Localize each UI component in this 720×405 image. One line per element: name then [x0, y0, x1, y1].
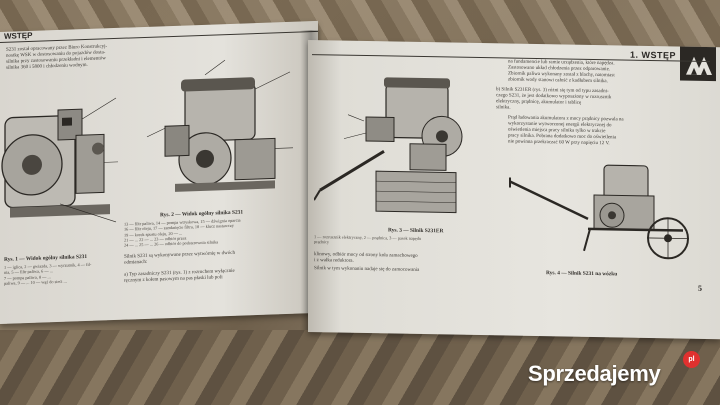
fig3-legend: 1 — rozrusznik elektryczny, 2 — prądnica…	[314, 234, 422, 245]
left-body-paragraph: Silnik S231 są wykonywane przez wytwórni…	[124, 250, 235, 266]
fig1-legend: 1 — iglica, 2 — gwiazda, 3 — wyrzutnik, …	[4, 261, 92, 286]
engine-illustration-fig4	[509, 164, 689, 260]
fig4-caption: Rys. 4 — Silnik S231 na wózku	[546, 270, 618, 278]
right-body-paragraph-2: Prąd ładowania akumulatora z mocy prądni…	[508, 115, 624, 147]
right-column-top-text: na fundamencie lub ramie urządzenia, któ…	[508, 59, 615, 85]
watermark-text: Sprzedajemy	[528, 361, 661, 386]
right-body-continuation: klinowy, odbiór mocy od strony koła zama…	[314, 252, 418, 264]
fig3-caption: Rys. 3 — Silnik S231ER	[388, 227, 444, 235]
page-number: 5	[698, 283, 702, 293]
engine-illustration-fig2	[146, 59, 293, 192]
watermark-pl-badge: pl	[683, 351, 700, 368]
engine-illustration-fig3	[314, 77, 463, 214]
left-list-item-a: a) Typ zasadniczy S231 (rys. 1) z rozruc…	[124, 268, 235, 284]
left-intro-text: S231 został opracowany przez Biuro Konst…	[6, 44, 108, 71]
left-page-heading: WSTĘP	[4, 30, 33, 41]
fig2-legend: 13 — filtr paliwa, 14 — pompa wtryskowa,…	[124, 217, 241, 248]
right-page: 1. WSTĘP Rys. 3 — Silnik S231ER 1 — rozr…	[308, 40, 720, 340]
left-page: WSTĘP S231 został opracowany przez Biuro…	[0, 20, 318, 324]
right-body-paragraph: Silnik w tym wykonaniu nadaje się do zam…	[314, 266, 420, 273]
left-header-rule	[0, 30, 318, 43]
carpet-background-bottom	[0, 330, 720, 405]
publisher-logo	[680, 44, 716, 82]
engine-illustration-fig1	[1, 97, 118, 223]
triangle-logo-icon	[686, 56, 712, 76]
right-list-item-b: b) Silnik S231ER (rys. 3) różni się tym …	[496, 87, 612, 111]
